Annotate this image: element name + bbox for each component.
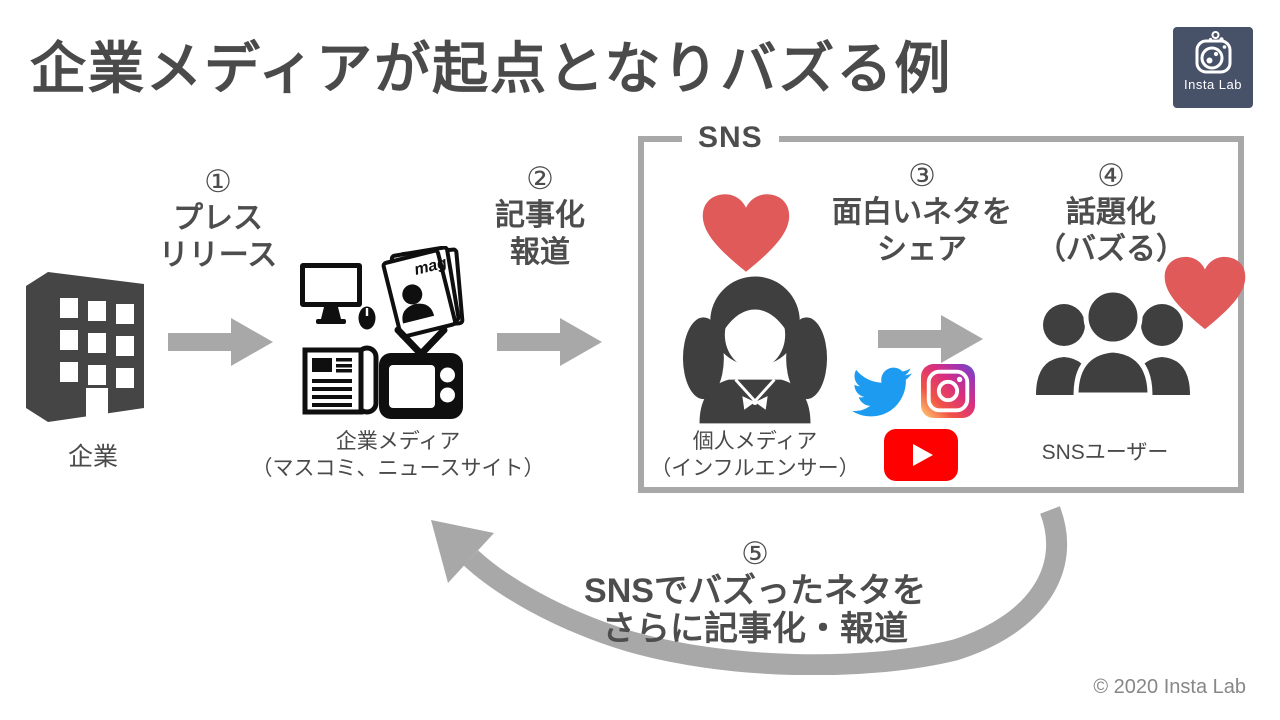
flow-arrow-1 — [168, 318, 273, 366]
instagram-icon — [921, 364, 975, 418]
magazine-icon: mag — [381, 246, 465, 338]
step-1-label: ① プレス リリース — [158, 164, 278, 272]
flow-arrow-3 — [878, 315, 983, 363]
page-title: 企業メディアが起点となりバズる例 — [30, 37, 953, 100]
sns-boundary-box: SNS — [638, 119, 1244, 493]
feedback-curve-arrow — [431, 506, 1068, 675]
step-5-label: ⑤ SNSでバズったネタを さらに記事化・報道 — [584, 536, 926, 648]
insta-lab-logo: Insta Lab — [1173, 27, 1253, 108]
personal-media-label: 個人メディア （インフルエンサー） — [650, 430, 860, 480]
youtube-icon — [884, 429, 958, 481]
logo-text: Insta Lab — [1184, 77, 1242, 92]
company-label: 企業 — [67, 443, 119, 471]
user-group-icon — [1036, 287, 1190, 395]
heart-icon — [1164, 256, 1246, 330]
step-3-number: ③ — [908, 158, 936, 193]
step-3-label: ③ 面白いネタを シェア — [832, 158, 1012, 266]
heart-icon — [702, 194, 790, 272]
computer-icon — [300, 263, 376, 330]
building-icon — [26, 272, 144, 422]
corporate-media-label: 企業メディア （マスコミ、ニュースサイト） — [251, 430, 545, 480]
twitter-icon — [852, 367, 912, 417]
sns-box-label: SNS — [682, 119, 779, 157]
newspaper-icon — [302, 345, 379, 415]
tv-icon — [379, 326, 463, 419]
step-4-label: ④ 話題化 （バズる） — [1036, 158, 1186, 266]
step-1-number: ① — [204, 164, 232, 199]
flask-camera-icon — [1195, 31, 1232, 74]
copyright-text: © 2020 Insta Lab — [1093, 676, 1246, 698]
step-2-label: ② 記事化 報道 — [495, 161, 585, 269]
step-2-number: ② — [526, 161, 554, 196]
influencer-icon — [682, 276, 828, 424]
sns-users-label: SNSユーザー — [1041, 441, 1169, 464]
flow-arrow-2 — [497, 318, 602, 366]
step-4-number: ④ — [1097, 158, 1125, 193]
step-5-number: ⑤ — [741, 536, 769, 571]
